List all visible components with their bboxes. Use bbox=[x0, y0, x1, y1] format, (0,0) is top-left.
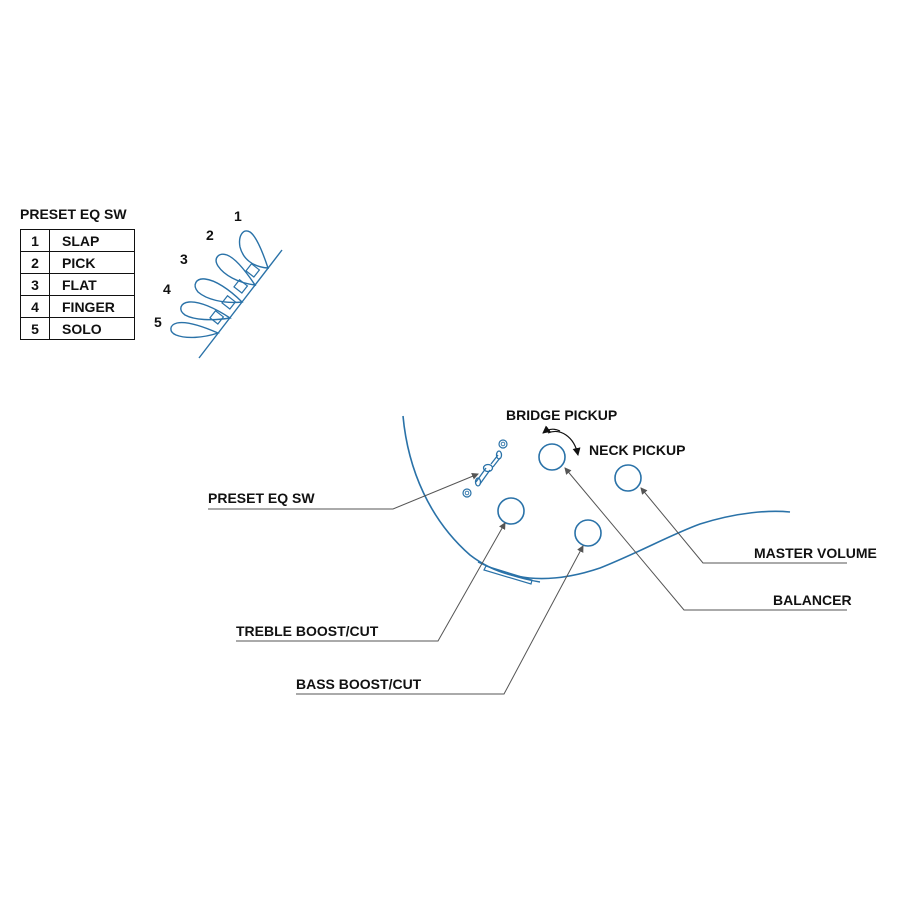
selector-position-3-number: 3 bbox=[180, 251, 188, 267]
switch-screw-inner bbox=[500, 441, 506, 447]
table-row: 1 SLAP bbox=[20, 229, 135, 252]
bridge-pickup-label: BRIDGE PICKUP bbox=[506, 407, 617, 423]
table-row: 5 SOLO bbox=[20, 317, 135, 340]
treble-knob bbox=[497, 497, 525, 525]
table-cell-name: FINGER bbox=[49, 295, 135, 318]
table-cell-name: SOLO bbox=[49, 317, 135, 340]
master-volume-knob bbox=[614, 464, 642, 492]
master-volume-leader-line bbox=[640, 487, 847, 564]
balancer-rotation-arrow-back bbox=[542, 425, 561, 434]
balancer-label: BALANCER bbox=[773, 592, 852, 608]
switch-lever-icon bbox=[490, 454, 501, 468]
table-cell-name: SLAP bbox=[49, 229, 135, 252]
switch-knob-icon bbox=[482, 463, 494, 473]
selector-position-2-number: 2 bbox=[206, 227, 214, 243]
preset-eq-switch bbox=[462, 439, 508, 498]
output-jack-plate bbox=[477, 561, 541, 583]
selector-position-3-shape bbox=[194, 278, 244, 304]
switch-screw-icon bbox=[498, 439, 508, 449]
selector-position-1-number: 1 bbox=[234, 208, 242, 224]
treble-leader-line bbox=[236, 522, 506, 642]
treble-boost-cut-label: TREBLE BOOST/CUT bbox=[236, 623, 379, 639]
balancer-knob bbox=[538, 443, 566, 471]
neck-pickup-label: NECK PICKUP bbox=[589, 442, 685, 458]
selector-position-1-shape bbox=[238, 230, 269, 269]
switch-lever-icon bbox=[475, 467, 491, 485]
switch-tip-icon bbox=[495, 450, 503, 460]
output-jack bbox=[483, 565, 533, 585]
selector-position-2-shape bbox=[215, 253, 257, 286]
selector-pivot bbox=[209, 309, 225, 325]
body-edge-line bbox=[402, 415, 791, 580]
switch-screw-inner bbox=[464, 490, 470, 496]
bass-leader-line bbox=[296, 545, 584, 695]
selector-position-4-number: 4 bbox=[163, 281, 171, 297]
master-volume-label: MASTER VOLUME bbox=[754, 545, 877, 561]
balancer-leader-line bbox=[564, 467, 847, 611]
selector-positions-diagram: 1 2 3 4 5 bbox=[154, 208, 283, 359]
balancer-rotation-arrow bbox=[547, 431, 581, 456]
selector-pivot bbox=[221, 294, 237, 310]
table-cell-num: 5 bbox=[20, 317, 50, 340]
selector-position-4-shape bbox=[180, 301, 232, 321]
switch-screw-icon bbox=[462, 488, 472, 498]
bass-body-outline bbox=[402, 415, 791, 585]
preset-table-title: PRESET EQ SW bbox=[20, 206, 127, 222]
selector-position-5-number: 5 bbox=[154, 314, 162, 330]
preset-eq-leader-line bbox=[208, 473, 479, 510]
selector-position-5-shape bbox=[170, 321, 220, 339]
preset-eq-table: 1 SLAP 2 PICK 3 FLAT 4 FINGER 5 SOLO bbox=[20, 229, 135, 340]
selector-pivot bbox=[233, 278, 249, 294]
selector-pivot bbox=[245, 262, 261, 278]
bass-knob bbox=[574, 519, 602, 547]
table-row: 4 FINGER bbox=[20, 295, 135, 318]
preset-eq-sw-label: PRESET EQ SW bbox=[208, 490, 315, 506]
bass-boost-cut-label: BASS BOOST/CUT bbox=[296, 676, 422, 692]
